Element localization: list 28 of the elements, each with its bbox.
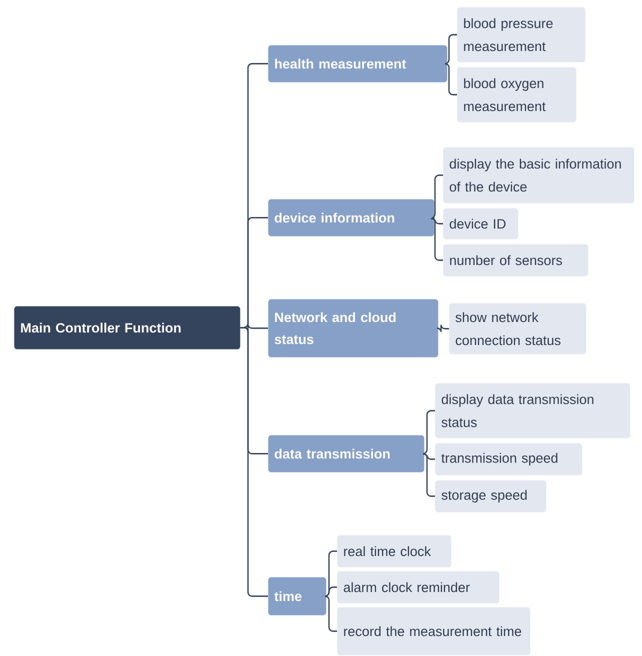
connector-line xyxy=(422,410,435,454)
leaf-box: alarm clock reminder xyxy=(337,571,500,604)
connector-line xyxy=(430,217,443,261)
leaf-box: display the basic information of the device xyxy=(443,147,634,204)
connector-line xyxy=(240,326,268,597)
leaf-box: transmission speed xyxy=(435,443,582,476)
root-box: Main Controller Function xyxy=(14,306,240,350)
connector-line xyxy=(422,453,435,497)
branch-box: Network and cloud status xyxy=(268,299,438,358)
leaf-box: real time clock xyxy=(337,535,452,568)
branch-box: health measurement xyxy=(268,45,448,82)
leaf-box: show network connection status xyxy=(449,303,586,354)
leaf-box: record the measurement time xyxy=(337,607,530,656)
branch-box: time xyxy=(268,577,326,616)
connector-line xyxy=(324,596,337,632)
leaf-box: display data transmission status xyxy=(435,383,630,438)
connector-line xyxy=(430,174,443,220)
connector-line xyxy=(444,63,457,96)
connector-line xyxy=(444,34,457,65)
leaf-box: blood pressure measurement xyxy=(457,7,586,62)
leaf-box: device ID xyxy=(443,208,518,240)
leaf-box: number of sensors xyxy=(443,244,588,276)
branch-box: device information xyxy=(268,199,434,236)
branch-box: data transmission xyxy=(268,435,424,472)
connector-line xyxy=(324,586,337,597)
leaf-box: blood oxygen measurement xyxy=(457,67,576,122)
connector-line xyxy=(436,324,449,333)
leaf-box: storage speed xyxy=(435,480,546,512)
